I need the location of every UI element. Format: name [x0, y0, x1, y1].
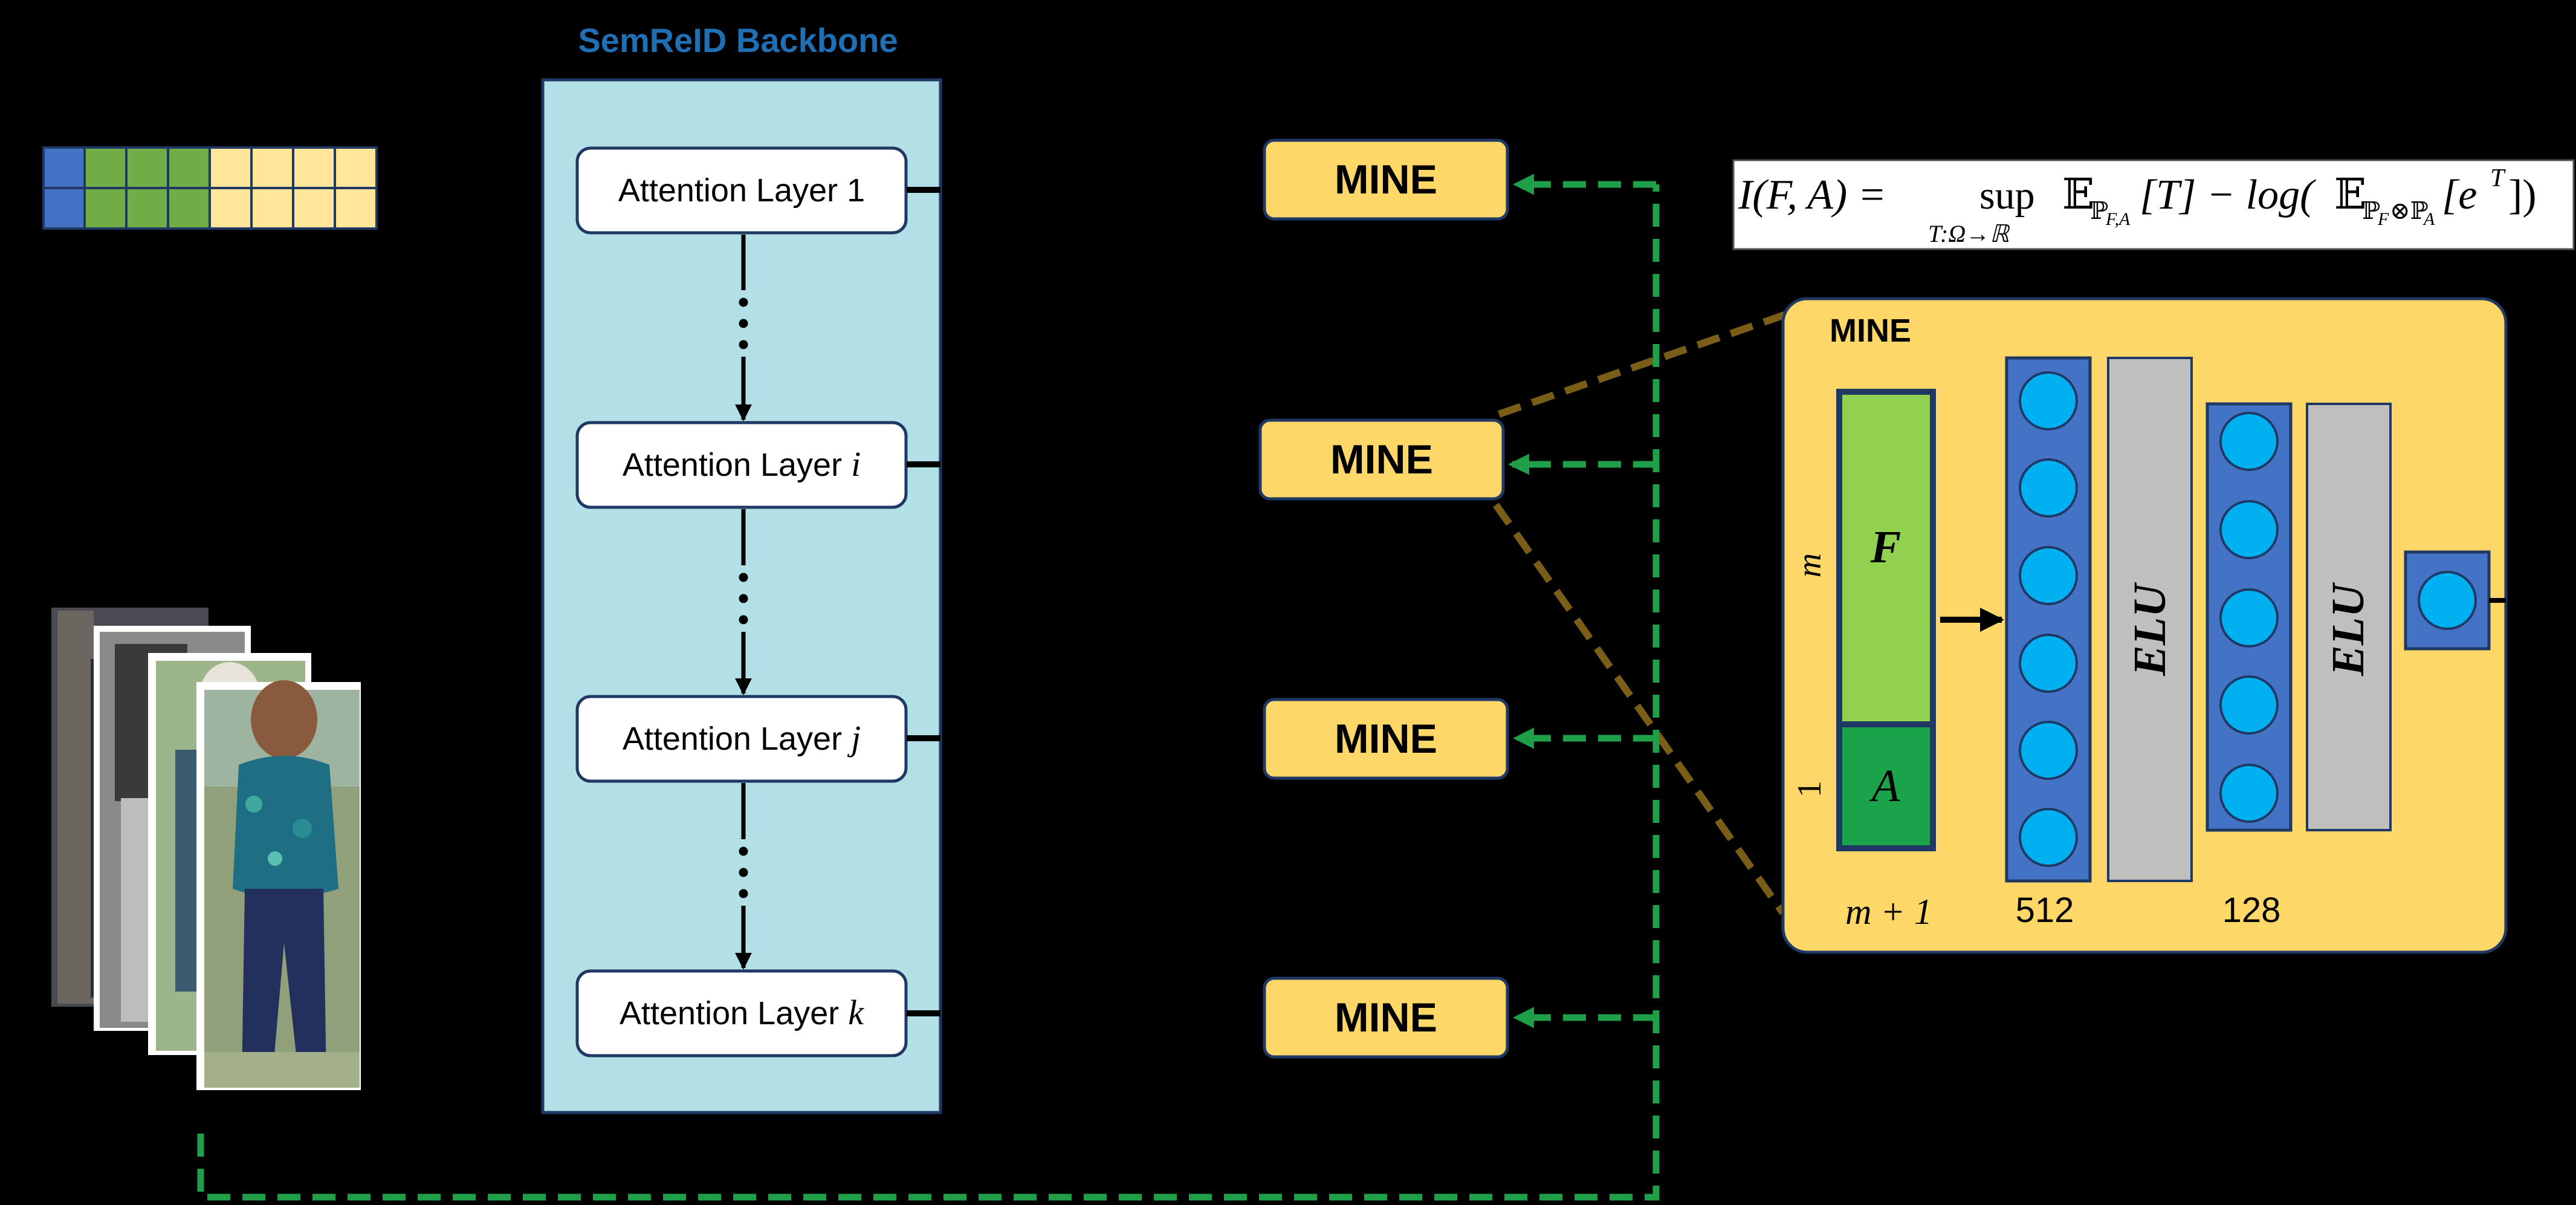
attention-layer-1-label: Attention Layer — [618, 172, 847, 209]
f-block — [1842, 395, 1930, 721]
attention-layer-j-label: Attention Layer — [623, 721, 851, 757]
mine-box-i: MINE — [1258, 418, 1505, 501]
formula-otimes: ⊗ℙ — [2390, 197, 2429, 224]
mine-box-k-label: MINE — [1335, 995, 1437, 1041]
mine-detail-title: MINE — [1830, 313, 1911, 349]
attention-layer-k: Attention Layer k — [575, 969, 908, 1057]
formula-expect-1-subsub: F,A — [2105, 209, 2131, 229]
person-image-4 — [196, 680, 361, 1090]
formula-end: ]) — [2508, 172, 2537, 218]
attention-layer-1-index: 1 — [847, 172, 865, 209]
svg-text:Attention Layer j: Attention Layer j — [623, 718, 861, 758]
elu-2 — [2306, 403, 2392, 831]
mine-box-1: MINE — [1263, 138, 1509, 221]
formula-e: [e — [2442, 172, 2477, 218]
attention-layer-k-label: Attention Layer — [620, 995, 848, 1031]
mine-box-k: MINE — [1263, 976, 1509, 1059]
elu-2-label: ELU — [2323, 582, 2374, 677]
one-label: 1 — [1791, 781, 1828, 797]
output-neuron — [2418, 571, 2477, 630]
mine-detail-panel: MINE F A m 1 m + 1 512 ELU 128 EL — [1781, 297, 2508, 954]
elu-1-label: ELU — [2125, 582, 2175, 677]
layer-512-size: 512 — [2016, 891, 2074, 930]
formula-expect-1-sub: ℙ — [2090, 197, 2108, 224]
a-block — [1842, 727, 1930, 845]
formula-expect-1: 𝔼 — [2062, 172, 2094, 218]
attention-layer-i-index: i — [851, 444, 861, 484]
svg-text:Attention Layer 1: Attention Layer 1 — [618, 172, 865, 209]
mine-box-i-label: MINE — [1330, 437, 1433, 482]
mine-formula: I(F, A) = sup T:Ω→ℝ 𝔼 ℙ F,A [T] − log( 𝔼… — [1732, 159, 2575, 250]
formula-exp-T: T — [2490, 164, 2506, 192]
attention-layer-k-index: k — [848, 993, 864, 1032]
formula-expect-2: 𝔼 — [2334, 172, 2366, 218]
layer-output-stubs — [907, 187, 940, 1016]
formula-expect-2-sub: ℙ — [2362, 197, 2380, 224]
mine-box-j: MINE — [1263, 698, 1509, 780]
m-label: m — [1791, 553, 1828, 577]
a-label: A — [1869, 761, 1900, 811]
formula-expect-2-subsub-a: A — [2422, 209, 2435, 229]
feedback-dashed-lines — [197, 174, 1660, 1201]
layer-connectors — [735, 235, 752, 970]
formula-expect-2-subsub-f: F — [2377, 209, 2389, 229]
person-image-stack — [51, 608, 361, 1090]
token-sequence — [42, 146, 378, 230]
formula-lhs: I(F, A) = — [1738, 172, 1886, 218]
svg-text:Attention Layer i: Attention Layer i — [623, 444, 861, 484]
mine-box-1-label: MINE — [1335, 157, 1437, 203]
backbone-title: SemReID Backbone — [578, 21, 898, 59]
attention-layer-i: Attention Layer i — [575, 421, 908, 509]
elu-1 — [2107, 357, 2193, 882]
hidden-layer-512 — [2005, 356, 2092, 883]
mine-box-j-label: MINE — [1335, 716, 1437, 762]
formula-mid: [T] − log( — [2140, 172, 2316, 218]
layer-128-size: 128 — [2222, 891, 2281, 930]
attention-layer-1: Attention Layer 1 — [575, 146, 908, 235]
formula-sup: sup — [1979, 174, 2035, 218]
zoom-lines — [1493, 311, 1787, 915]
attention-layer-i-label: Attention Layer — [623, 447, 851, 483]
svg-text:Attention Layer k: Attention Layer k — [620, 993, 864, 1032]
f-label: F — [1870, 522, 1901, 573]
m-plus-1-label: m + 1 — [1845, 892, 1932, 932]
attention-layer-j: Attention Layer j — [575, 695, 908, 783]
formula-sup-sub: T:Ω→ℝ — [1928, 220, 2010, 247]
